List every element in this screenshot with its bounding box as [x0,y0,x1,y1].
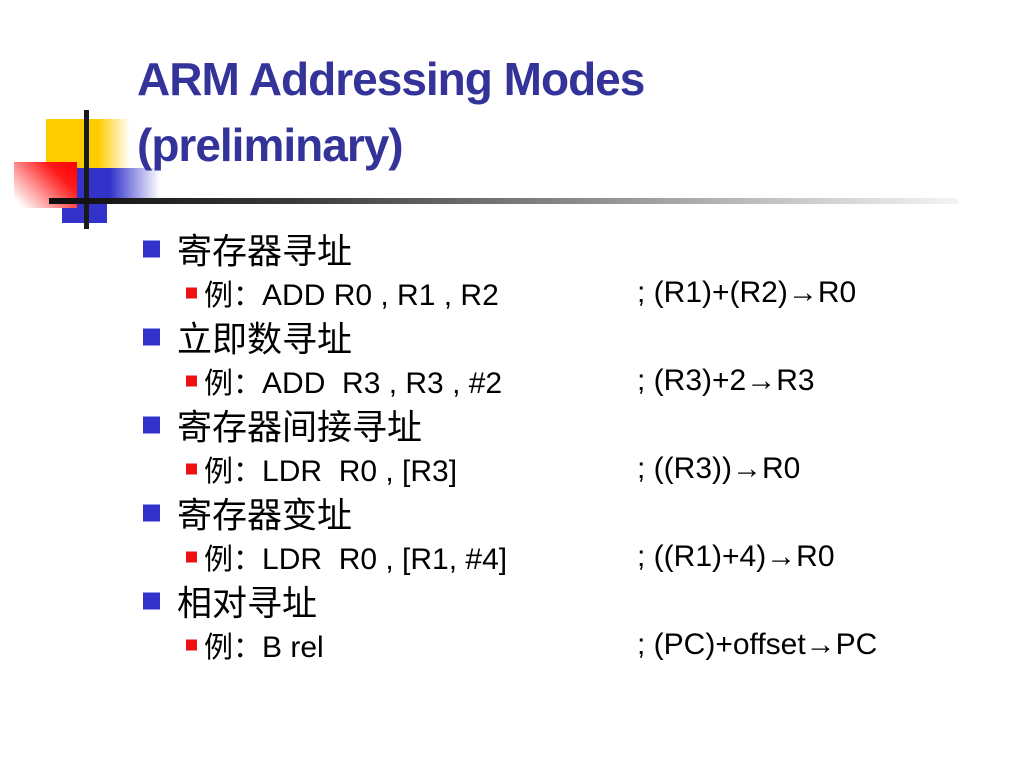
addressing-mode-term: 寄存器变址 [177,496,353,536]
example-label: 例： [204,544,263,576]
example-row: 例：LDR R0 , [R1, #4] ; ((R1)+4)→R0 [0,535,1024,579]
bullet-item: 寄存器间接寻址 [0,403,1024,448]
example-code: ADD R0 , R1 , R2 [262,279,499,312]
level2-bullet-icon [186,287,197,299]
level2-bullet-icon [186,639,197,651]
example-comment: ; (R3)+2→R3 [637,364,815,397]
addressing-mode-term: 寄存器寻址 [177,232,353,272]
example-comment: ; ((R3))→R0 [637,452,801,485]
example-label: 例： [204,280,263,312]
example-code: LDR R0 , [R3] [262,455,458,488]
title-underline-rule [49,198,958,204]
title-line-2: (preliminary) [137,119,404,171]
level1-bullet-icon [143,328,160,346]
example-label: 例： [204,368,263,400]
addressing-mode-term: 寄存器间接寻址 [177,408,423,448]
level1-bullet-icon [143,240,160,258]
example-row: 例：ADD R0 , R1 , R2 ; (R1)+(R2)→R0 [0,271,1024,315]
bullet-list: 寄存器寻址 例：ADD R0 , R1 , R2 ; (R1)+(R2)→R0 … [0,227,1024,667]
example-code: B rel [262,631,324,664]
example-row: 例：B rel ; (PC)+offset→PC [0,623,1024,667]
level2-bullet-icon [186,551,197,563]
example-comment: ; ((R1)+4)→R0 [637,540,835,573]
example-comment: ; (R1)+(R2)→R0 [637,276,857,309]
example-label: 例： [204,456,263,488]
level2-bullet-icon [186,463,197,475]
example-code: LDR R0 , [R1, #4] [262,543,508,576]
example-row: 例：LDR R0 , [R3] ; ((R3))→R0 [0,447,1024,491]
example-row: 例：ADD R3 , R3 , #2 ; (R3)+2→R3 [0,359,1024,403]
example-comment: ; (PC)+offset→PC [637,628,878,661]
level2-bullet-icon [186,375,197,387]
bullet-item: 寄存器寻址 [0,227,1024,272]
decor-vertical-line [84,110,89,229]
level1-bullet-icon [143,592,160,610]
bullet-item: 相对寻址 [0,579,1024,624]
level1-bullet-icon [143,416,160,434]
title-line-1: ARM Addressing Modes [137,53,645,105]
slide-title: ARM Addressing Modes (preliminary) [137,46,645,178]
example-label: 例： [204,632,263,664]
addressing-mode-term: 立即数寻址 [177,320,353,360]
level1-bullet-icon [143,504,160,522]
bullet-item: 立即数寻址 [0,315,1024,360]
decor-blue-square-upper-icon [77,168,160,203]
addressing-mode-term: 相对寻址 [177,584,318,624]
example-code: ADD R3 , R3 , #2 [262,367,503,400]
bullet-item: 寄存器变址 [0,491,1024,536]
